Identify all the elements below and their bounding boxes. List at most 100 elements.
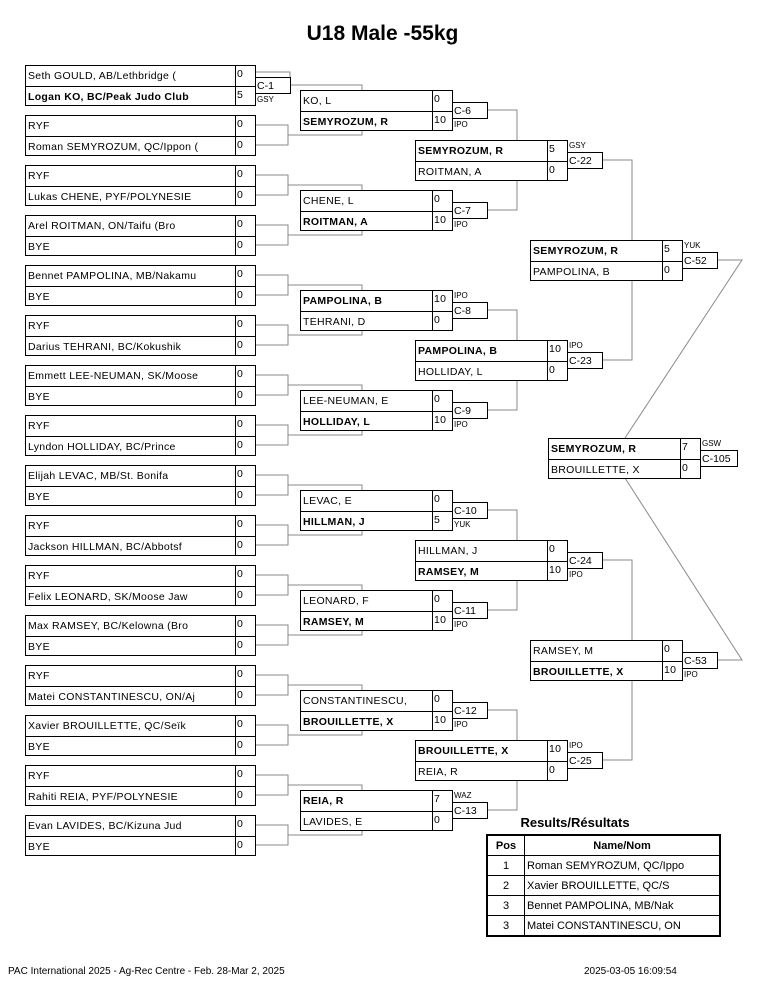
competitor-score: 0 <box>235 716 255 736</box>
competitor-name: Lukas CHENE, PYF/POLYNESIE <box>28 191 192 203</box>
connector-line <box>602 280 633 361</box>
win-code: IPO <box>454 291 468 300</box>
competitor-score: 0 <box>235 316 255 336</box>
competitor-score: 0 <box>680 460 700 479</box>
result-name: Matei CONSTANTINESCU, ON <box>524 915 721 937</box>
result-name: Roman SEMYROZUM, QC/Ippo <box>524 855 721 876</box>
competitor-score: 0 <box>235 466 255 486</box>
competitor-score: 10 <box>432 212 452 231</box>
competitor-name: Max RAMSEY, BC/Kelowna (Bro <box>28 620 189 632</box>
connector-line <box>624 477 743 661</box>
connector-line <box>487 380 518 411</box>
competitor-name: ROITMAN, A <box>303 216 369 228</box>
competitor-row: Roman SEMYROZUM, QC/Ippon (0 <box>26 136 255 156</box>
competitor-name: Roman SEMYROZUM, QC/Ippon ( <box>28 141 199 153</box>
competitor-score: 0 <box>235 437 255 456</box>
competitor-name: HOLLIDAY, L <box>303 416 371 428</box>
connector-line <box>288 84 363 90</box>
competitor-score: 10 <box>547 562 567 581</box>
result-pos: 3 <box>486 895 525 916</box>
connector-line <box>288 684 363 690</box>
match-number: C-52 <box>682 252 718 269</box>
win-code: GSW <box>702 439 722 448</box>
competitor-score: 0 <box>235 737 255 756</box>
match-number: C-8 <box>452 302 488 319</box>
connector-line <box>255 624 289 646</box>
competitor-name: BYE <box>28 841 50 853</box>
connector-line <box>288 430 363 436</box>
competitor-name: Bennet PAMPOLINA, MB/Nakamu <box>28 270 197 282</box>
competitor-score: 0 <box>235 387 255 406</box>
win-code: IPO <box>454 120 468 129</box>
competitor-name: RYF <box>28 520 50 532</box>
match-number: C-13 <box>452 802 488 819</box>
connector-line <box>487 109 518 140</box>
connector-line <box>487 309 518 340</box>
competitor-score: 0 <box>235 237 255 256</box>
competitor-name: RYF <box>28 420 50 432</box>
competitor-name: Rahiti REIA, PYF/POLYNESIE <box>28 791 178 803</box>
competitor-name: Arel ROITMAN, ON/Taifu (Bro <box>28 220 176 232</box>
footer-event: PAC International 2025 - Ag-Rec Centre -… <box>8 966 285 977</box>
competitor-name: PAMPOLINA, B <box>418 345 498 357</box>
competitor-name: BYE <box>28 641 50 653</box>
competitor-score: 0 <box>432 591 452 611</box>
competitor-score: 5 <box>662 241 682 261</box>
competitor-name: SEMYROZUM, R <box>418 145 504 157</box>
competitor-score: 10 <box>432 112 452 131</box>
competitor-name: REIA, R <box>303 795 344 807</box>
win-code: WAZ <box>454 791 472 800</box>
competitor-name: BROUILLETTE, X <box>418 745 509 757</box>
competitor-score: 0 <box>432 691 452 711</box>
competitor-score: 0 <box>547 541 567 561</box>
match-number: C-7 <box>452 202 488 219</box>
match-number: C-53 <box>682 652 718 669</box>
competitor-name: Emmett LEE-NEUMAN, SK/Moose <box>28 370 199 382</box>
win-code: IPO <box>569 341 583 350</box>
competitor-row: BYE 0 <box>26 736 255 756</box>
connector-line <box>602 680 633 761</box>
connector-line <box>288 230 363 236</box>
result-pos: 3 <box>486 915 525 937</box>
competitor-score: 0 <box>235 837 255 856</box>
competitor-row: RYF 0 <box>26 416 255 436</box>
competitor-name: BYE <box>28 741 50 753</box>
competitor-name: Xavier BROUILLETTE, QC/Seïk <box>28 720 187 732</box>
win-code: YUK <box>684 241 701 250</box>
connector-line <box>255 274 289 296</box>
connector-line <box>288 730 363 736</box>
competitor-name: RYF <box>28 170 50 182</box>
competitor-score: 0 <box>235 416 255 436</box>
